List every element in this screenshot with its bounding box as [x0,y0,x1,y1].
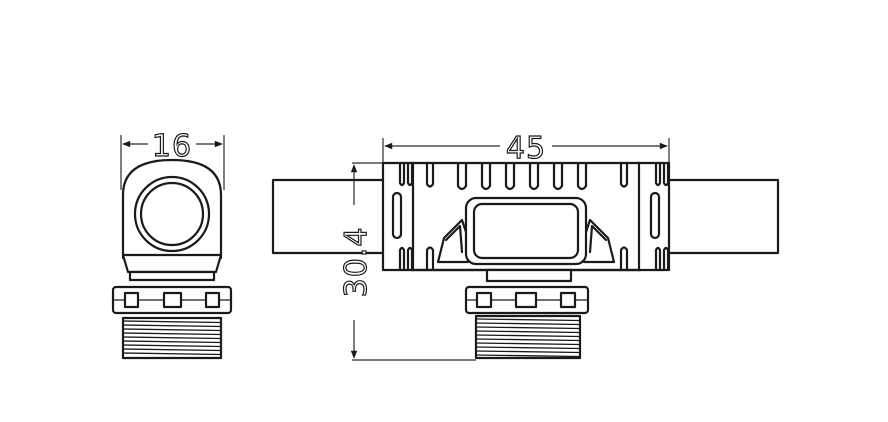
fin-slot [619,246,629,272]
thread-line [475,326,581,330]
cable-right [662,178,780,255]
end-cap-notches [398,161,670,272]
nut-slot [475,291,493,309]
thread-line [475,330,581,334]
end-cap-slot [649,191,661,240]
cap-inner-ring [139,181,205,247]
nut-slot [162,291,183,309]
thread-line [475,318,581,322]
wedge-detail [588,224,608,254]
fin-slot [456,161,468,191]
fin-slot [576,161,588,191]
thread-line [122,336,222,340]
nut-slot [514,291,538,309]
thread-line [122,344,222,348]
fin-slot [552,161,564,191]
thread-line [475,342,581,346]
thread-line [122,352,222,356]
dimension-height: 30.4 [338,162,476,361]
thread-line [475,338,581,342]
thread-line [122,328,222,332]
dimension-width: 16 [120,128,225,190]
cap-notch [406,246,414,272]
neck-band [485,268,573,283]
nut-slot [123,291,140,309]
window-inner [472,202,580,260]
thread-line [475,322,581,326]
neck-flare [121,253,223,274]
cap-notch [662,246,670,272]
cooling-fins [425,161,629,272]
thread-line [475,354,581,358]
thread-line [475,334,581,338]
thread-lines [475,318,581,358]
fin-slot [425,246,435,272]
fin-slot [619,161,629,188]
dimension-length: 45 [382,130,670,175]
wedge-detail [444,224,464,254]
cap-notch [398,246,406,272]
cap-notch [654,246,662,272]
thread-line [475,350,581,354]
thread-line [122,320,222,324]
thread-line [475,346,581,350]
cap-outer-ring [133,175,211,253]
side-view: 16 [111,128,233,360]
fin-slot [480,161,492,191]
cap-notch [406,161,414,187]
thread-line [122,348,222,352]
end-cap-slot [391,191,403,240]
thread-lines [122,320,222,356]
thread-line [122,324,222,328]
thread-line [122,340,222,344]
neck-band [128,270,216,282]
dimension-label-length: 45 [506,131,546,166]
nut-slot [559,291,577,309]
thread-line [122,332,222,336]
cap-notch [398,161,406,187]
dimension-label-height: 30.4 [339,227,374,298]
fin-slot [504,161,516,191]
fin-slot [425,161,435,188]
cap-notch [662,161,670,187]
nut-slot [204,291,221,309]
dimension-label-width: 16 [152,129,192,164]
cap-notch [654,161,662,187]
front-view: 45 30.4 [271,130,780,361]
fin-slot [528,161,540,191]
window-frame [464,196,588,266]
